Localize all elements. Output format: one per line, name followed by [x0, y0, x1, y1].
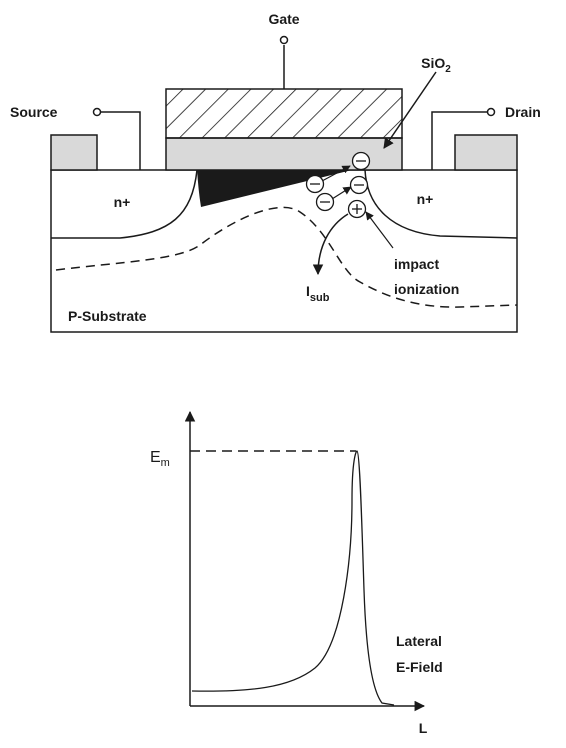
- curve-label-line1: Lateral: [396, 633, 442, 649]
- source-region-label: n+: [114, 194, 131, 210]
- source-terminal: [92, 107, 102, 117]
- impact-label-line2: ionization: [394, 281, 459, 297]
- drain-contact-pad: [454, 134, 518, 171]
- x-axis-label: L: [419, 720, 428, 736]
- drain-region-label: n+: [417, 191, 434, 207]
- substrate-current-label: Isub: [306, 283, 330, 304]
- drain-label: Drain: [505, 104, 541, 120]
- source-label: Source: [10, 104, 58, 120]
- drain-terminal: [486, 107, 496, 117]
- electron-path-arrow: [321, 165, 351, 182]
- electron: [349, 175, 369, 195]
- oxide-label: SiO2: [421, 55, 451, 75]
- electron: [305, 174, 325, 194]
- gate-label: Gate: [268, 11, 299, 27]
- source-contact-pad: [50, 134, 98, 171]
- substrate-label: P-Substrate: [68, 308, 147, 324]
- source-n-plus-boundary: [51, 169, 198, 239]
- oxide-pointer-arrow: [383, 71, 437, 149]
- electron-path-arrow: [331, 186, 352, 200]
- hole: [347, 199, 367, 219]
- source-wire: [97, 111, 141, 170]
- electron: [351, 151, 371, 171]
- curve-label-line2: E-Field: [396, 659, 443, 675]
- lateral-field-plot: Em L Lateral E-Field: [150, 410, 443, 736]
- electron: [315, 192, 335, 212]
- substrate-block: [50, 169, 518, 333]
- impact-label-pointer: [365, 211, 394, 249]
- gate-terminal: [279, 35, 289, 45]
- depletion-boundary: [55, 206, 518, 308]
- mosfet-cross-section: Gate SiO2 Source Drain n+ n+ impact ioni…: [10, 11, 541, 333]
- drain-wire: [431, 111, 491, 170]
- gate-electrode: [165, 88, 403, 139]
- y-axis-label: Em: [150, 449, 170, 469]
- impact-label-line1: impact: [394, 256, 439, 272]
- carrier-group: [305, 151, 371, 219]
- substrate-current-arrow: [312, 213, 349, 276]
- lateral-field-curve: [191, 450, 395, 706]
